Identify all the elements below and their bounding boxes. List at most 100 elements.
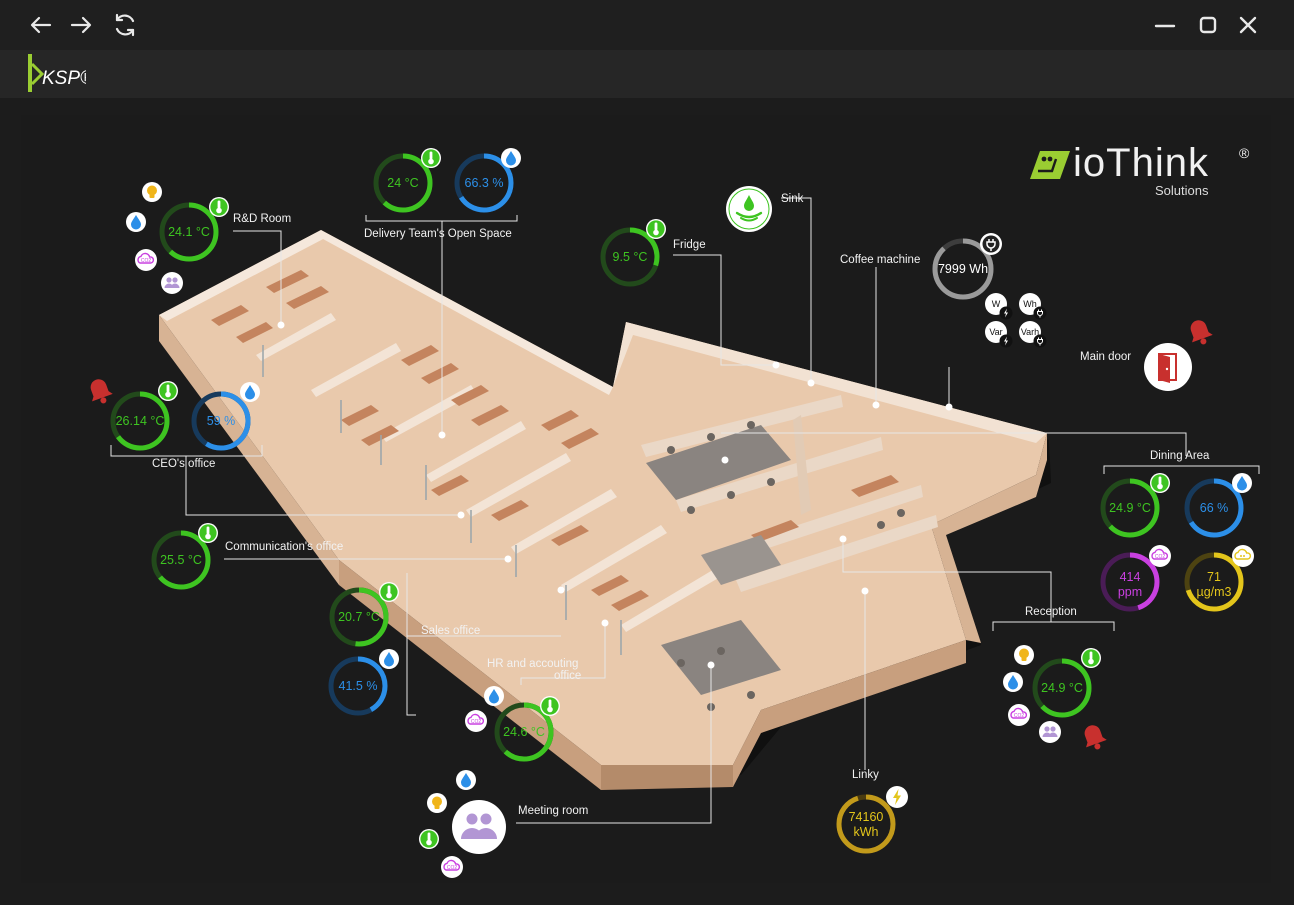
occupancy-people-icon[interactable] (1038, 720, 1062, 744)
co2-cloud-icon[interactable]: CO2 (464, 709, 488, 733)
sink-water-icon[interactable] (725, 185, 773, 233)
thermometer-icon[interactable] (420, 147, 442, 169)
communication-temperature-gauge[interactable]: 25.5 °C (150, 529, 212, 591)
alarm-bell-icon[interactable] (1184, 316, 1216, 348)
delivery-humidity-gauge[interactable]: 66.3 % (453, 152, 515, 214)
water-drop-icon[interactable] (455, 769, 477, 791)
dining-particles-value: 71 (1207, 570, 1221, 584)
dining-temperature-value: 24.9 °C (1109, 501, 1151, 515)
occupancy-people-icon[interactable] (160, 271, 184, 295)
co2-cloud-icon[interactable]: CO2 (440, 855, 464, 879)
dining-particles-gauge[interactable]: 71 µg/m3 (1183, 551, 1245, 613)
dining-particles-unit: µg/m3 (1196, 585, 1232, 599)
back-arrow-icon[interactable] (26, 10, 56, 40)
door-icon[interactable] (1143, 342, 1193, 392)
linky-energy-gauge[interactable]: 74160 kWh (835, 793, 897, 855)
ceo-temperature-gauge[interactable]: 26.14 °C (109, 390, 171, 452)
brand-tagline: Solutions (1155, 183, 1209, 198)
water-drop-icon[interactable] (125, 211, 147, 233)
minimize-icon[interactable] (1150, 10, 1180, 40)
alarm-bell-icon[interactable] (1078, 721, 1110, 753)
reception-temperature-value: 24.9 °C (1041, 681, 1083, 695)
ceo-humidity-value: 59 % (206, 414, 236, 428)
thermometer-icon[interactable] (157, 380, 179, 402)
label-ceo-office: CEO's office (152, 458, 216, 470)
water-drop-icon[interactable] (239, 381, 261, 403)
hr-temperature-gauge[interactable]: 24.6 °C (493, 701, 555, 763)
plug-small-icon (1033, 306, 1047, 320)
plug-icon[interactable] (979, 232, 1003, 256)
label-main-door: Main door (1080, 351, 1132, 363)
brand-name: ioThink (1073, 141, 1209, 185)
water-drop-icon[interactable] (1002, 671, 1024, 693)
thermometer-icon[interactable] (378, 581, 400, 603)
dining-humidity-gauge[interactable]: 66 % (1183, 477, 1245, 539)
particles-cloud-icon[interactable] (1231, 544, 1255, 568)
sales-temperature-gauge[interactable]: 20.7 °C (328, 586, 390, 648)
sales-humidity-gauge[interactable]: 41.5 % (327, 655, 389, 717)
maximize-icon[interactable] (1193, 10, 1223, 40)
sales-humidity-value: 41.5 % (338, 679, 378, 693)
dining-temperature-gauge[interactable]: 24.9 °C (1099, 477, 1161, 539)
sales-temperature-value: 20.7 °C (338, 610, 380, 624)
alarm-bell-icon[interactable] (84, 375, 116, 407)
coffee-energy-gauge[interactable]: 7999 Wh (931, 237, 995, 301)
leader-lines (110, 197, 1260, 824)
rd-temperature-gauge[interactable]: 24.1 °C (158, 201, 220, 263)
thermometer-icon[interactable] (1149, 472, 1171, 494)
water-drop-icon[interactable] (1231, 472, 1253, 494)
water-drop-icon[interactable] (483, 685, 505, 707)
light-bulb-icon[interactable] (426, 792, 448, 814)
thermometer-icon[interactable] (418, 828, 440, 850)
plug-small-icon (1033, 334, 1047, 348)
co2-cloud-icon[interactable]: CO2 (134, 248, 158, 272)
office-floorplan-illustration (110, 197, 1260, 824)
ksp-logo-text: KSP® (42, 68, 86, 89)
thermometer-icon[interactable] (645, 218, 667, 240)
fridge-temperature-value: 9.5 °C (612, 250, 648, 264)
dining-humidity-value: 66 % (1199, 501, 1229, 515)
dining-co2-gauge[interactable]: 414 ppm (1099, 551, 1161, 613)
ceo-humidity-gauge[interactable]: 59 % (190, 390, 252, 452)
label-reception: Reception (1025, 606, 1077, 618)
svg-text:CO2: CO2 (141, 258, 152, 264)
fridge-temperature-gauge[interactable]: 9.5 °C (599, 226, 661, 288)
close-icon[interactable] (1233, 10, 1263, 40)
linky-energy-value: 74160 (848, 810, 884, 824)
svg-text:CO2: CO2 (471, 719, 482, 725)
light-bulb-icon[interactable] (1013, 644, 1035, 666)
ksp-logo: KSP® (28, 54, 86, 92)
svg-text:CO2: CO2 (1014, 713, 1025, 719)
label-rd-room: R&D Room (233, 213, 292, 225)
label-hr-office-line1: HR and accouting (487, 658, 579, 670)
thermometer-icon[interactable] (197, 522, 219, 544)
thermometer-icon[interactable] (208, 196, 230, 218)
refresh-icon[interactable] (110, 10, 140, 40)
meeting-room-occupancy-icon[interactable] (451, 799, 507, 855)
co2-cloud-icon[interactable]: CO2 (1148, 544, 1172, 568)
label-communication-office: Communication's office (225, 541, 344, 553)
label-meeting-room: Meeting room (518, 805, 589, 817)
water-drop-icon[interactable] (500, 147, 522, 169)
hr-temperature-value: 24.6 °C (503, 725, 545, 739)
label-coffee-machine: Coffee machine (840, 254, 921, 266)
svg-text:CO2: CO2 (447, 865, 458, 871)
water-drop-icon[interactable] (378, 648, 400, 670)
lightning-icon (999, 306, 1013, 320)
iothink-logo-icon (1030, 151, 1070, 179)
lightning-icon[interactable] (885, 785, 909, 809)
forward-arrow-icon[interactable] (66, 10, 96, 40)
delivery-humidity-value: 66.3 % (464, 176, 504, 190)
delivery-temperature-value: 24 °C (387, 176, 419, 190)
dining-co2-value: 414 (1119, 570, 1141, 584)
thermometer-icon[interactable] (1080, 647, 1102, 669)
label-fridge: Fridge (673, 239, 706, 251)
thermometer-icon[interactable] (539, 695, 561, 717)
label-dining-area: Dining Area (1150, 450, 1210, 462)
light-bulb-icon[interactable] (141, 181, 163, 203)
delivery-temperature-gauge[interactable]: 24 °C (372, 152, 434, 214)
co2-cloud-icon[interactable]: CO2 (1007, 703, 1031, 727)
ceo-temperature-value: 26.14 °C (115, 414, 165, 428)
label-hr-office-line2: office (554, 670, 582, 682)
reception-temperature-gauge[interactable]: 24.9 °C (1031, 657, 1093, 719)
